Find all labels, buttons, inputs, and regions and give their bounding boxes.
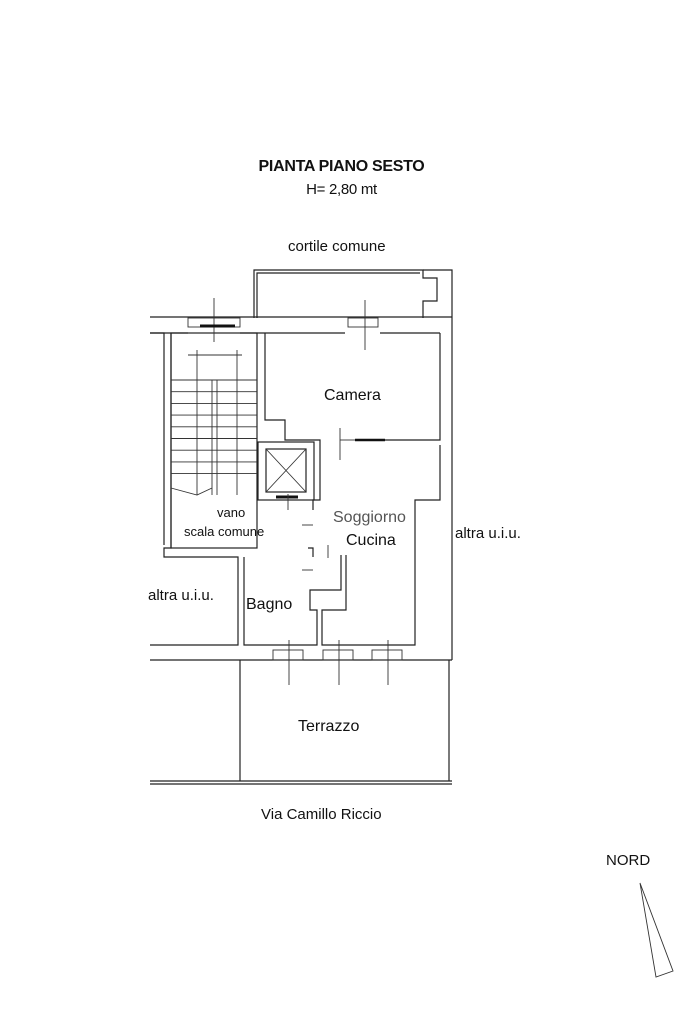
room-label-bagno: Bagno — [246, 596, 293, 613]
stair-label-line1: vano — [217, 505, 246, 520]
room-bagno — [243, 547, 342, 646]
room-soggiorno-cucina — [302, 445, 441, 646]
room-camera — [264, 300, 441, 460]
staircase — [170, 298, 258, 549]
north-wall — [150, 316, 452, 334]
west-wall — [150, 332, 452, 661]
other-unit-left: altra u.i.u. — [148, 587, 214, 604]
street-label: Via Camillo Riccio — [261, 806, 382, 823]
plan-title: PIANTA PIANO SESTO — [258, 158, 425, 175]
elevator — [257, 441, 315, 510]
floor-height: H= 2,80 mt — [306, 181, 377, 198]
room-label-soggiorno: Soggiorno — [333, 509, 406, 526]
courtyard-balcony — [253, 269, 453, 660]
south-windows — [272, 640, 403, 685]
north-label: NORD — [606, 852, 651, 869]
other-unit-right: altra u.i.u. — [455, 525, 521, 542]
room-label-camera: Camera — [324, 387, 381, 404]
north-arrow-icon — [639, 882, 674, 978]
room-label-terrazzo: Terrazzo — [298, 718, 360, 735]
room-label-cucina: Cucina — [346, 532, 396, 549]
terrazzo — [150, 660, 452, 785]
stair-label-line2: scala comune — [184, 524, 265, 539]
courtyard-label: cortile comune — [288, 238, 386, 255]
